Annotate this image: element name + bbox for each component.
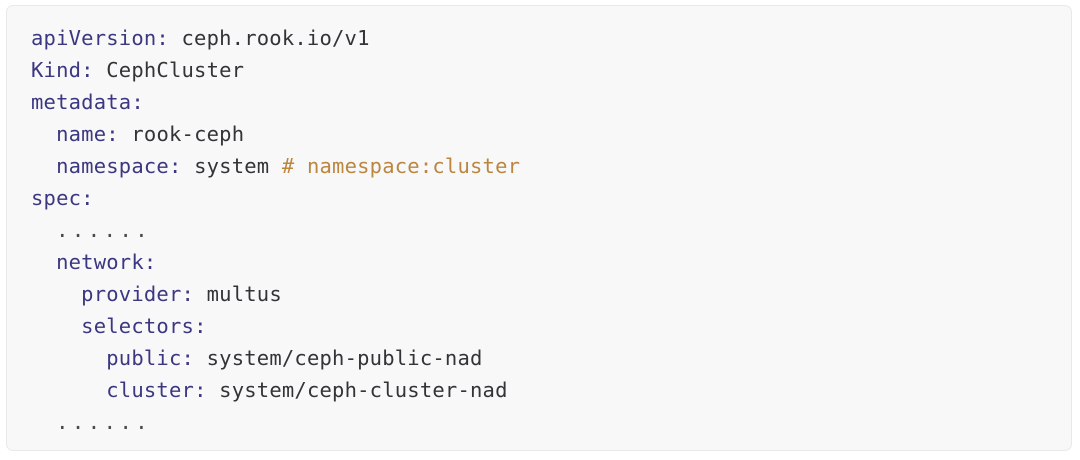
code-separator: : (181, 282, 207, 306)
code-value: multus (206, 282, 282, 306)
code-key: spec (31, 186, 82, 210)
code-line: public: system/ceph-public-nad (31, 342, 1071, 374)
code-separator: : (168, 154, 195, 178)
code-value: system/ceph-cluster-nad (219, 378, 508, 402)
code-value: system/ceph-public-nad (206, 346, 483, 370)
code-line: ...... (31, 214, 1071, 246)
code-separator: : (194, 378, 220, 402)
code-line: provider: multus (31, 278, 1071, 310)
code-key: cluster (106, 378, 195, 402)
code-line: network: (31, 246, 1071, 278)
code-separator: : (143, 250, 157, 274)
code-separator: : (81, 58, 107, 82)
code-key: name (56, 122, 107, 146)
code-indent (31, 250, 56, 274)
code-indent (31, 122, 56, 146)
code-indent (31, 378, 106, 402)
code-ellipsis: ...... (56, 218, 152, 242)
code-indent (31, 314, 81, 338)
code-separator: : (106, 122, 132, 146)
code-key: namespace (56, 154, 169, 178)
code-indent (31, 410, 56, 434)
code-indent (31, 218, 56, 242)
code-separator: : (194, 314, 207, 338)
code-line: Kind: CephCluster (31, 54, 1071, 86)
code-key: provider (81, 282, 182, 306)
code-separator: : (131, 90, 144, 114)
code-key: selectors (81, 314, 195, 338)
code-line: ...... (31, 406, 1071, 438)
code-indent (31, 154, 56, 178)
code-line: spec: (31, 182, 1071, 214)
code-line: apiVersion: ceph.rook.io/v1 (31, 22, 1071, 54)
code-ellipsis: ...... (56, 410, 152, 434)
code-separator: : (81, 186, 94, 210)
code-indent (31, 346, 106, 370)
code-line: metadata: (31, 86, 1071, 118)
code-value: CephCluster (106, 58, 245, 82)
code-key: metadata (31, 90, 132, 114)
code-key: apiVersion (31, 26, 157, 50)
code-line: name: rook-ceph (31, 118, 1071, 150)
code-value: system (194, 154, 282, 178)
code-key: public (106, 346, 182, 370)
code-comment: # namespace:cluster (281, 154, 521, 178)
code-separator: : (181, 346, 207, 370)
code-key: network (56, 250, 144, 274)
code-key: Kind (31, 58, 82, 82)
code-line: selectors: (31, 310, 1071, 342)
code-line: namespace: system # namespace:cluster (31, 150, 1071, 182)
code-separator: : (156, 26, 182, 50)
code-value: ceph.rook.io/v1 (181, 26, 370, 50)
code-line: cluster: system/ceph-cluster-nad (31, 374, 1071, 406)
code-value: rook-ceph (131, 122, 245, 146)
code-indent (31, 282, 81, 306)
